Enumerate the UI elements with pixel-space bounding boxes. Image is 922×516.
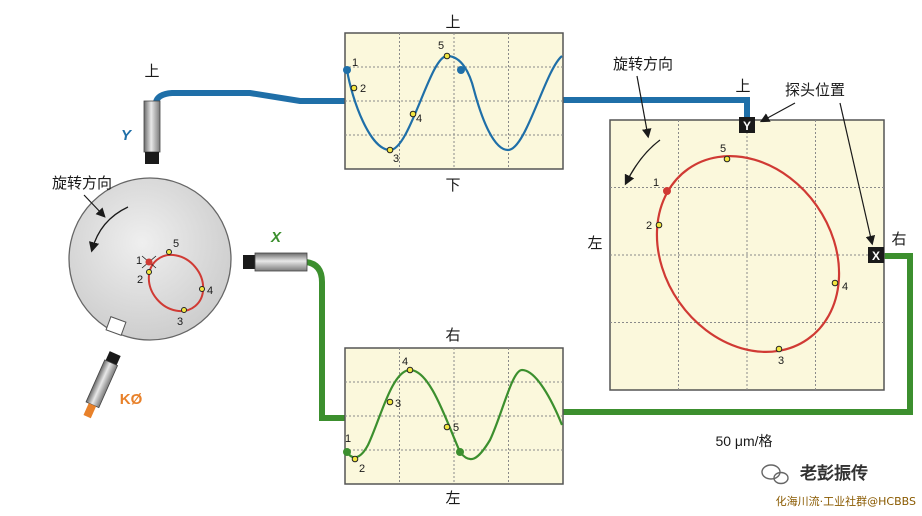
- y-point-label-4: 4: [416, 113, 422, 125]
- watermark-subtitle: 化海川流·工业社群@HCBBS: [776, 494, 916, 508]
- disk-rotation-label: 旋转方向: [52, 174, 112, 192]
- disk-rotation-pointer: [83, 194, 106, 218]
- orbit-point-label-4: 4: [842, 281, 848, 293]
- disk-point-5: [166, 249, 172, 255]
- keyphasor-label: KØ: [120, 391, 143, 408]
- orbit-scope: 1 2 3 4 5: [609, 119, 885, 391]
- y-scope-top-label: 上: [445, 13, 460, 31]
- orbit-y-probe-box: Y: [739, 117, 755, 133]
- orbit-left-label: 左: [587, 234, 602, 252]
- disk-point-label-4: 4: [207, 285, 213, 297]
- watermark-title: 老彭振传: [799, 463, 868, 484]
- x-point-label-2: 2: [359, 463, 365, 475]
- orbit-up-label: 上: [735, 77, 750, 95]
- orbit-point-2: [655, 221, 663, 229]
- y-point-label-3: 3: [393, 153, 399, 165]
- disk-keyphasor-dot: [145, 258, 153, 266]
- disk-orbit: [147, 253, 205, 313]
- y-point-3: [386, 146, 394, 154]
- x-point-3: [386, 398, 394, 406]
- disk-point-label-3: 3: [177, 316, 183, 328]
- orbit-x-probe-box: X: [868, 247, 884, 263]
- orbit-point-label-1: 1: [653, 177, 659, 189]
- disk-point-4: [199, 286, 205, 292]
- y-probe: [143, 100, 161, 164]
- orbit-right-label: 右: [891, 230, 906, 248]
- orbit-point-4: [831, 279, 839, 287]
- x-scope-to-orbit-cable: [562, 253, 913, 415]
- y-point-5: [443, 52, 451, 60]
- y-keyphasor-dot-start: [343, 66, 351, 74]
- scale-label: 50 μm/格: [715, 433, 772, 449]
- orbit-y-probe-box-label: Y: [743, 119, 751, 133]
- orbit-x-probe-box-label: X: [872, 249, 880, 263]
- orbit-ellipse: [655, 155, 841, 353]
- y-point-label-2: 2: [360, 83, 366, 95]
- orbit-rotation-pointer: [636, 75, 652, 139]
- x-probe-label: X: [270, 229, 282, 246]
- x-point-2: [351, 455, 359, 463]
- disk-point-label-2: 2: [137, 274, 143, 286]
- x-keyphasor-dot-start: [343, 448, 351, 456]
- wechat-icon: [761, 464, 789, 485]
- orbit-point-5: [723, 155, 731, 163]
- x-probe-cable: [305, 259, 346, 421]
- keyphasor-probe: [83, 351, 121, 419]
- probe-position-label: 探头位置: [785, 81, 845, 99]
- disk-point-label-5: 5: [173, 238, 179, 250]
- y-point-label-1: 1: [352, 57, 358, 69]
- x-point-label-5: 5: [453, 422, 459, 434]
- orbit-point-label-2: 2: [646, 220, 652, 232]
- keyphasor-notch: [105, 316, 127, 336]
- disk-point-3: [181, 307, 187, 313]
- y-keyphasor-dot-end: [457, 66, 465, 74]
- x-scope: 1 2 3 4 5: [343, 347, 564, 485]
- watermark: 老彭振传 化海川流·工业社群@HCBBS: [761, 463, 916, 508]
- x-scope-top-label: 右: [445, 326, 460, 344]
- orbit-rotation-arrow: [624, 139, 661, 186]
- shaft-disk: 1 2 3 4 5: [68, 177, 232, 341]
- orbit-point-label-5: 5: [720, 143, 726, 155]
- disk-point-label-1: 1: [136, 255, 142, 267]
- x-point-5: [443, 423, 451, 431]
- y-scope-to-orbit-cable: [562, 97, 750, 120]
- disk-rotation-arrow: [88, 206, 129, 253]
- y-point-2: [350, 84, 358, 92]
- y-probe-cable: [153, 90, 346, 104]
- y-waveform: [345, 54, 563, 152]
- x-keyphasor-dot-end: [456, 448, 464, 456]
- probe-position-pointer-x: [839, 102, 876, 246]
- x-point-label-1: 1: [345, 433, 351, 445]
- x-probe: [243, 252, 308, 272]
- orbit-rotation-label: 旋转方向: [613, 55, 673, 73]
- probe-position-pointer-y: [759, 102, 796, 123]
- y-probe-up-label: 上: [144, 62, 159, 80]
- x-point-label-3: 3: [395, 398, 401, 410]
- orbit-keyphasor-dot: [663, 187, 671, 195]
- y-scope-bottom-label: 下: [445, 176, 460, 194]
- disk-point-2: [146, 269, 152, 275]
- y-probe-label: Y: [121, 127, 133, 144]
- y-point-4: [409, 110, 417, 118]
- x-point-4: [406, 366, 414, 374]
- y-scope: 1 2 3 4 5: [343, 32, 564, 170]
- x-scope-bottom-label: 左: [445, 489, 460, 507]
- x-point-label-4: 4: [402, 356, 408, 368]
- y-point-label-5: 5: [438, 40, 444, 52]
- orbit-point-label-3: 3: [778, 355, 784, 367]
- orbit-point-3: [775, 345, 783, 353]
